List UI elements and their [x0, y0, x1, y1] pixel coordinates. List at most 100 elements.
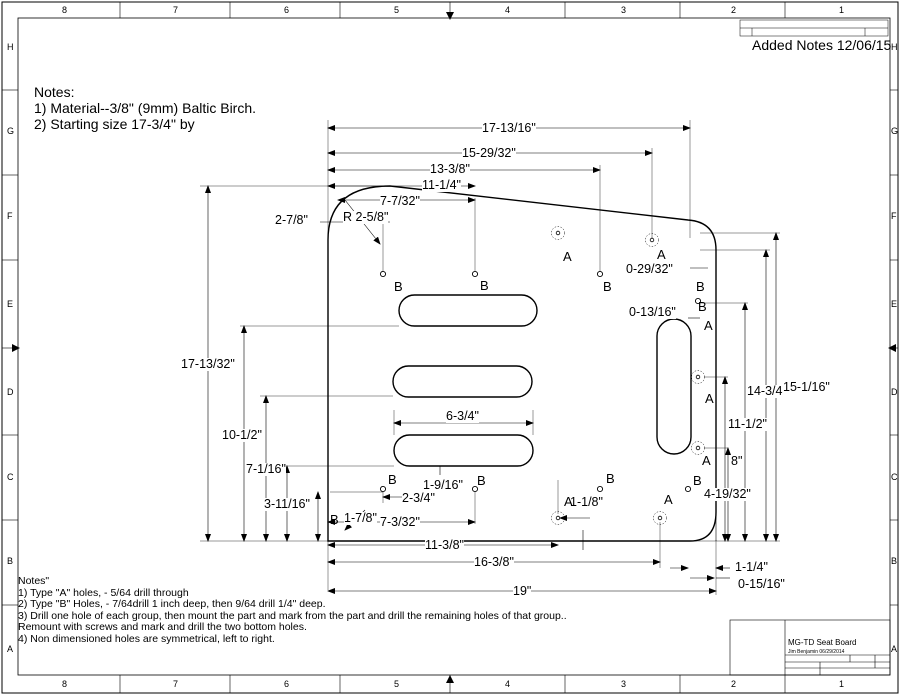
zone-label-left: C: [7, 472, 14, 482]
zone-label-bottom: 8: [62, 679, 68, 689]
hole-label-b: B: [696, 279, 705, 294]
drawing-title: MG-TD Seat Board: [788, 638, 857, 647]
hole-label-b: B: [606, 471, 615, 486]
seat-board-outline: [327, 185, 717, 542]
zone-label-right: F: [891, 211, 897, 221]
zone-label-left: F: [7, 211, 13, 221]
zone-label-bottom: 6: [284, 679, 290, 689]
b-holes: [379, 270, 702, 493]
zone-label-top: 7: [173, 5, 179, 15]
dim-label: 7-1/16": [246, 462, 286, 476]
hole-label-b: B: [388, 472, 397, 487]
zone-label-left: H: [7, 42, 14, 52]
zone-label-right: C: [891, 472, 898, 482]
hole-label-a: A: [704, 318, 713, 333]
dim-label: 6-3/4": [446, 409, 479, 423]
dim-label: 11-3/8": [425, 538, 464, 552]
zone-label-right: B: [891, 556, 898, 566]
zone-label-right: G: [891, 126, 899, 136]
dim-label: 11-1/4": [422, 178, 461, 192]
note-line: Remount with screws and mark and drill t…: [18, 621, 307, 634]
notes-heading: Notes": [18, 575, 50, 587]
zone-label-top: 1: [839, 5, 845, 15]
dim-label: 15-29/32": [462, 146, 516, 160]
hole-label-a: A: [563, 249, 572, 264]
zone-label-right: D: [891, 387, 898, 397]
dim-label: 1-9/16": [423, 478, 463, 492]
zone-label-left: E: [7, 299, 14, 309]
zone-label-top: 2: [731, 5, 737, 15]
revision-block: [739, 19, 889, 37]
radius-leaders: [320, 199, 390, 531]
zone-label-right: H: [891, 42, 898, 52]
dim-label: 1-7/8": [344, 511, 377, 525]
dim-label: 0-13/16": [629, 305, 676, 319]
hole-label-b: B: [477, 473, 486, 488]
drawing-author: Jim Benjamin 06/29/2014: [788, 649, 845, 655]
material-notes: Notes: 1) Material--3/8" (9mm) Baltic Bi…: [34, 84, 256, 132]
revision-note: Added Notes 12/06/15: [752, 37, 892, 53]
dim-label: 2-7/8": [275, 213, 308, 227]
dim-label: 8": [731, 454, 743, 468]
zone-label-top: 8: [62, 5, 68, 15]
zone-label-left: A: [7, 644, 14, 654]
hole-label-a: A: [664, 492, 673, 507]
dim-label: 11-1/2": [728, 417, 767, 431]
dim-label: 3-11/16": [264, 497, 310, 511]
hole-label-a: A: [564, 494, 573, 509]
hole-label-a: A: [702, 453, 711, 468]
zone-label-top: 4: [505, 5, 511, 15]
dim-label: 14-3/4": [747, 384, 787, 398]
zone-label-left: D: [7, 387, 14, 397]
note-line: 3) Drill one hole of each group, then mo…: [18, 609, 567, 622]
dim-label: 16-3/8": [474, 555, 514, 569]
zone-label-left: G: [7, 126, 15, 136]
dim-label: 10-1/2": [222, 428, 262, 442]
hole-label-b: B: [394, 279, 403, 294]
note-line: 2) Starting size 17-3/4" by: [34, 116, 195, 132]
zone-label-left: B: [7, 556, 14, 566]
center-arrows: [12, 12, 896, 683]
dim-label: R 2-5/8": [343, 210, 389, 224]
slots: [392, 294, 692, 467]
zone-label-right: E: [891, 299, 898, 309]
drilling-notes: Notes" 1) Type "A" holes, - 5/64 drill t…: [18, 575, 567, 646]
zone-label-bottom: 3: [621, 679, 627, 689]
dim-label: 13-3/8": [430, 162, 470, 176]
hole-label-b: B: [603, 279, 612, 294]
hole-label-b: B: [330, 512, 339, 527]
hole-label-b: B: [480, 278, 489, 293]
dim-label: 0-15/16": [738, 577, 785, 591]
dim-label: 7-3/32": [380, 515, 420, 529]
zone-label-top: 3: [621, 5, 627, 15]
dim-label: 17-13/32": [181, 357, 235, 371]
zone-label-right: A: [891, 644, 898, 654]
zone-label-bottom: 7: [173, 679, 179, 689]
dim-label: 0-29/32": [626, 262, 673, 276]
hole-label-a: A: [657, 247, 666, 262]
dim-label: 15-1/16": [783, 380, 830, 394]
note-line: 2) Type "B" Holes, - 7/64drill 1 inch de…: [18, 598, 326, 611]
hole-label-b: B: [693, 473, 702, 488]
zone-label-bottom: 2: [731, 679, 737, 689]
notes-heading: Notes:: [34, 84, 75, 100]
zone-label-top: 5: [394, 5, 400, 15]
dim-label: 4-19/32": [704, 487, 751, 501]
dim-label: 1-1/8": [570, 495, 603, 509]
dim-label: 2-3/4": [402, 491, 435, 505]
hole-label-a: A: [705, 391, 714, 406]
hole-label-b: B: [698, 299, 707, 314]
note-line: 1) Type "A" holes, - 5/64 drill through: [18, 586, 189, 599]
note-line: 1) Material--3/8" (9mm) Baltic Birch.: [34, 100, 257, 116]
zone-label-bottom: 5: [394, 679, 400, 689]
vertical-dimension-lines: [205, 185, 779, 550]
zone-label-bottom: 4: [505, 679, 511, 689]
dim-label: 1-1/4": [735, 560, 768, 574]
title-block: [729, 619, 891, 676]
dim-label: 19": [513, 584, 532, 598]
note-line: 4) Non dimensioned holes are symmetrical…: [18, 632, 275, 645]
dim-label: 7-7/32": [380, 194, 420, 208]
zone-label-top: 6: [284, 5, 290, 15]
zone-label-bottom: 1: [839, 679, 845, 689]
